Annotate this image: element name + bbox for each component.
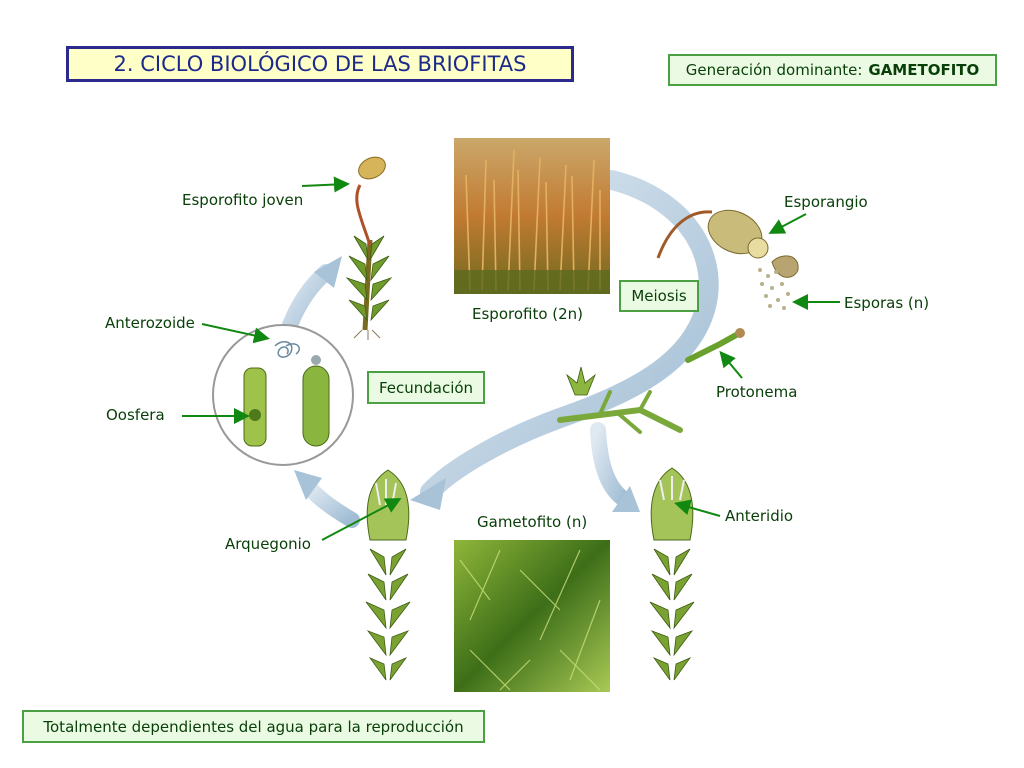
fecundacion-box: Fecundación (367, 371, 485, 404)
pointer-esporangio (768, 213, 807, 234)
label-esporas: Esporas (n) (844, 294, 930, 312)
spores-illustration (758, 268, 790, 310)
cycle-arrow-top (410, 170, 719, 510)
sporangium-illustration (656, 209, 799, 278)
label-esporofito-2n: Esporofito (2n) (472, 305, 584, 323)
dominant-generation-box: Generación dominante: GAMETOFITO (668, 54, 997, 86)
meiosis-label: Meiosis (631, 287, 687, 305)
page-title: 2. CICLO BIOLÓGICO DE LAS BRIOFITAS (66, 46, 574, 82)
label-arquegonio: Arquegonio (225, 535, 311, 553)
archegonium-plant-illustration (365, 469, 411, 690)
water-dependency-note: Totalmente dependientes del agua para la… (22, 710, 485, 743)
pointer-protonema (719, 350, 743, 379)
sporophyte-photo (454, 138, 610, 294)
cycle-arrow-left-bottom (294, 470, 360, 528)
label-protonema: Protonema (716, 383, 798, 401)
fertilisation-circle (212, 324, 354, 466)
label-oosfera: Oosfera (106, 406, 165, 424)
pointer-arquegonio (321, 498, 402, 541)
label-gametofito-n: Gametofito (n) (477, 513, 588, 531)
label-esporangio: Esporangio (784, 193, 868, 211)
pointer-anteridio (674, 499, 721, 517)
pointer-esporofito-joven (301, 176, 350, 193)
young-sporophyte-illustration (345, 156, 393, 340)
dominant-value: GAMETOFITO (868, 61, 980, 79)
fecundacion-label: Fecundación (378, 378, 474, 397)
cycle-arrow-down-right (590, 422, 640, 512)
protonema-illustration (557, 328, 745, 434)
dominant-prefix: Generación dominante: (685, 61, 863, 79)
pointer-anterozoide (201, 323, 270, 344)
label-esporofito-joven: Esporofito joven (182, 191, 304, 209)
label-anteridio: Anteridio (725, 507, 794, 525)
label-anterozoide: Anterozoide (105, 314, 195, 332)
antheridium-plant-illustration (649, 467, 695, 690)
page-title-text: 2. CICLO BIOLÓGICO DE LAS BRIOFITAS (113, 52, 527, 76)
meiosis-box: Meiosis (619, 280, 699, 312)
cycle-arrow-left-top (282, 256, 342, 333)
water-dependency-text: Totalmente dependientes del agua para la… (43, 717, 464, 736)
gametophyte-photo (454, 540, 610, 692)
